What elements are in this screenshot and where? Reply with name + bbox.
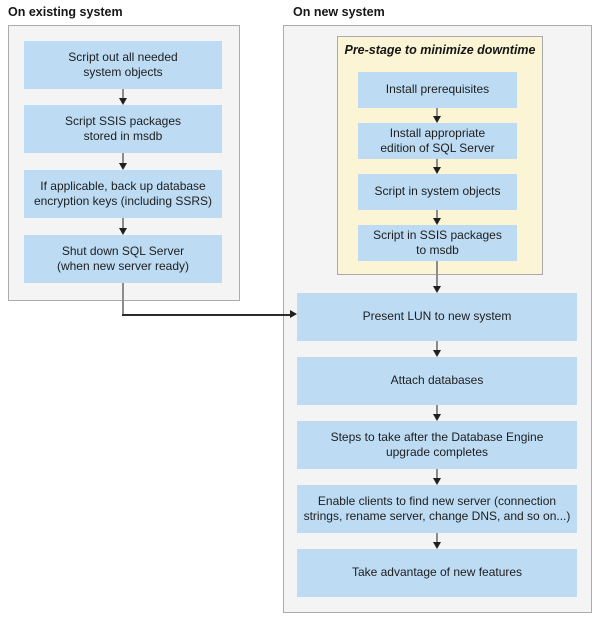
arrow-down-icon bbox=[432, 405, 441, 421]
prestage-title: Pre-stage to minimize downtime bbox=[344, 43, 536, 57]
step-box-shutdown-sql-server: Shut down SQL Server (when new server re… bbox=[24, 235, 222, 283]
arrow-down-icon bbox=[432, 469, 441, 485]
step-box-script-in-system-objects: Script in system objects bbox=[358, 174, 517, 210]
step-box-attach-databases: Attach databases bbox=[297, 357, 577, 405]
arrow-down-icon bbox=[432, 159, 441, 174]
step-box-script-in-ssis-packages: Script in SSIS packages to msdb bbox=[358, 225, 517, 261]
connector-line-horizontal bbox=[122, 314, 290, 316]
arrow-down-icon bbox=[432, 210, 441, 225]
arrow-down-icon bbox=[118, 89, 127, 105]
step-box-new-features: Take advantage of new features bbox=[297, 549, 577, 597]
step-box-install-sql-server: Install appropriate edition of SQL Serve… bbox=[358, 123, 517, 159]
arrow-down-icon bbox=[432, 261, 441, 293]
existing-system-title: On existing system bbox=[8, 5, 123, 19]
arrow-down-icon bbox=[432, 533, 441, 549]
arrow-down-icon bbox=[432, 341, 441, 357]
step-box-script-ssis-packages: Script SSIS packages stored in msdb bbox=[24, 105, 222, 153]
step-box-post-upgrade-steps: Steps to take after the Database Engine … bbox=[297, 421, 577, 469]
arrow-down-icon bbox=[432, 108, 441, 123]
connector-line-vertical bbox=[122, 283, 124, 315]
step-box-backup-encryption-keys: If applicable, back up database encrypti… bbox=[24, 170, 222, 218]
new-system-title: On new system bbox=[293, 5, 385, 19]
step-box-present-lun: Present LUN to new system bbox=[297, 293, 577, 341]
arrow-down-icon bbox=[118, 153, 127, 170]
arrow-right-icon bbox=[290, 310, 297, 318]
step-box-enable-clients: Enable clients to find new server (conne… bbox=[297, 485, 577, 533]
step-box-install-prerequisites: Install prerequisites bbox=[358, 72, 517, 108]
arrow-down-icon bbox=[118, 218, 127, 235]
step-box-script-system-objects: Script out all needed system objects bbox=[24, 41, 222, 89]
